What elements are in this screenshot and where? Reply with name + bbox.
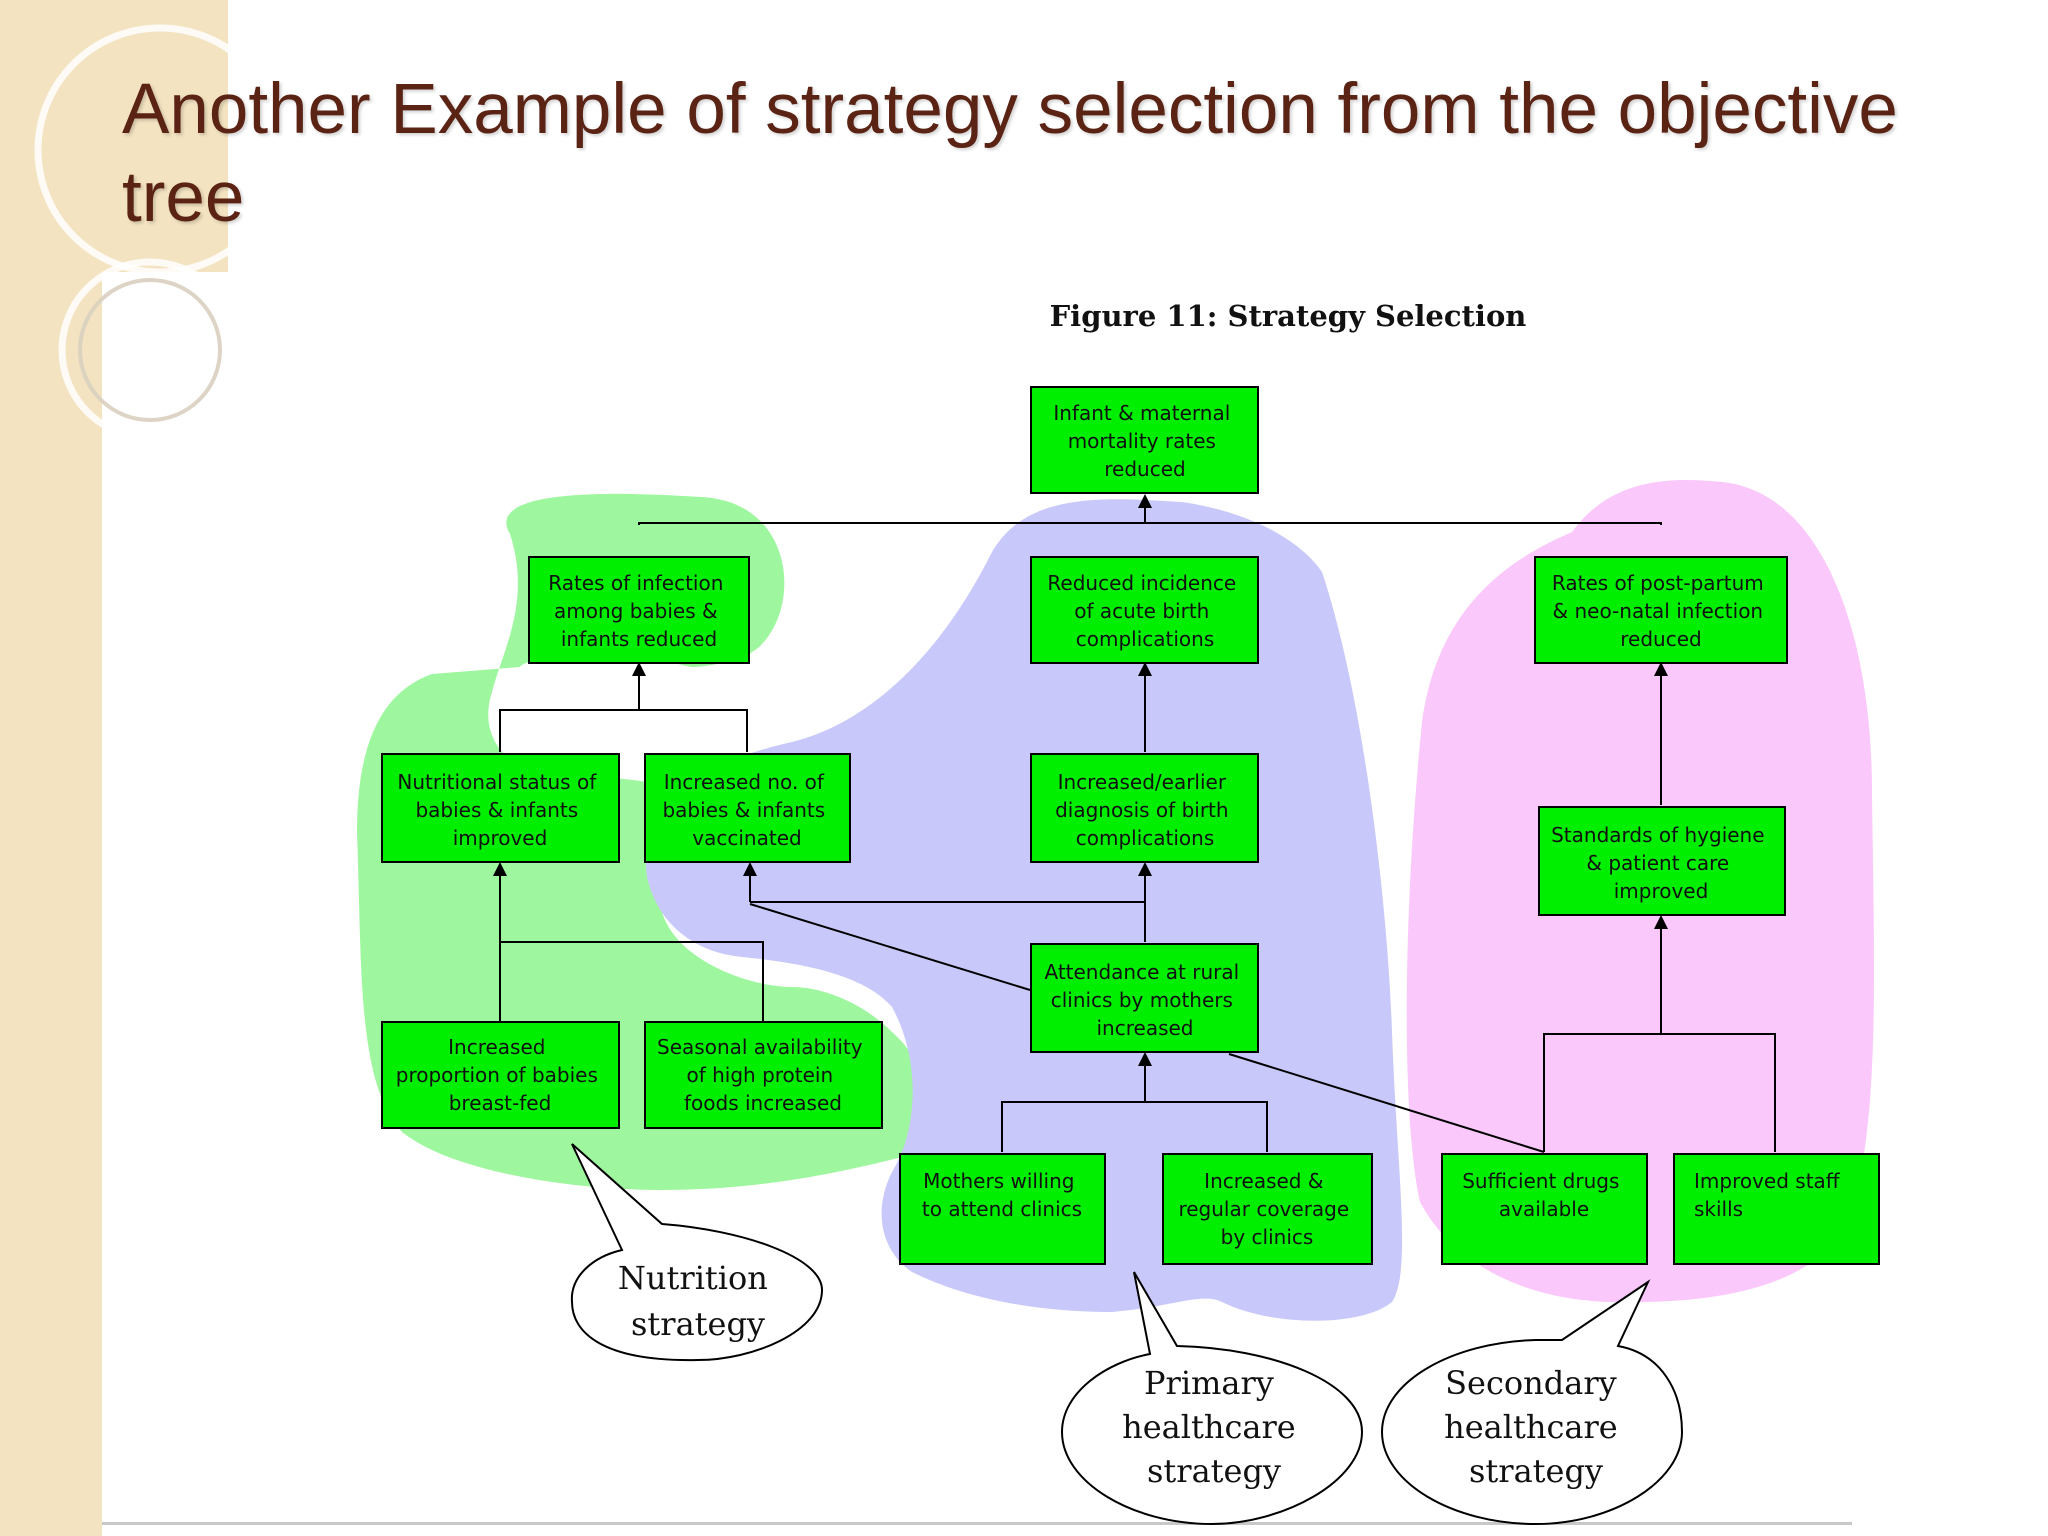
node-birth-complications bbox=[1030, 556, 1259, 664]
decorative-ring-small bbox=[58, 258, 242, 442]
bottom-divider bbox=[102, 1522, 1852, 1525]
node-clinic-coverage bbox=[1162, 1153, 1373, 1265]
node-postpartum-infection bbox=[1534, 556, 1788, 664]
connector-level4-clinics bbox=[1001, 1101, 1268, 1152]
slide-title: Another Example of strategy selection fr… bbox=[122, 70, 1898, 237]
secondary-callout-bubble bbox=[1380, 1279, 1684, 1526]
decorative-ring-large bbox=[34, 24, 286, 276]
node-mothers-willing bbox=[899, 1153, 1106, 1265]
node-seasonal-protein bbox=[644, 1021, 883, 1129]
node-staff-skills-label: Improved staff skills bbox=[1694, 1169, 1846, 1221]
node-diagnosis bbox=[1030, 753, 1259, 863]
node-top bbox=[1030, 386, 1259, 494]
node-sufficient-drugs-label: Sufficient drugs available bbox=[1462, 1169, 1626, 1221]
node-nutritional-status bbox=[381, 753, 620, 863]
node-staff-skills bbox=[1673, 1153, 1880, 1265]
node-hygiene bbox=[1538, 806, 1786, 916]
node-mothers-willing-label: Mothers willing to attend clinics bbox=[922, 1169, 1082, 1221]
node-breast-fed-label: Increased proportion of babies breast-fe… bbox=[396, 1035, 604, 1115]
primary-callout-bubble bbox=[1060, 1271, 1364, 1526]
strategy-selection-diagram: Figure 11: Strategy Selection bbox=[357, 299, 1880, 1526]
left-decorative-stripe bbox=[0, 0, 102, 1536]
upper-decorative-band bbox=[102, 0, 228, 272]
node-infection-babies bbox=[528, 556, 750, 664]
node-top-label: Infant & maternal mortality rates reduce… bbox=[1053, 401, 1236, 481]
node-postpartum-infection-label: Rates of post-partum & neo-natal infecti… bbox=[1552, 571, 1770, 651]
decorative-ring-inner bbox=[78, 278, 222, 422]
node-vaccinated bbox=[644, 753, 851, 863]
primary-callout-label: Primary healthcare strategy bbox=[1122, 1364, 1306, 1490]
primary-healthcare-strategy-region bbox=[645, 499, 1403, 1321]
connector-attendance-vaccination-diagonal bbox=[749, 903, 1031, 991]
connector-level2-infection bbox=[499, 709, 748, 752]
connector-level4-secondary bbox=[1543, 1033, 1776, 1152]
node-sufficient-drugs bbox=[1441, 1153, 1648, 1265]
connector-level3-nutrition bbox=[499, 941, 764, 1021]
node-birth-complications-label: Reduced incidence of acute birth complic… bbox=[1047, 571, 1242, 651]
node-diagnosis-label: Increased/earlier diagnosis of birth com… bbox=[1055, 770, 1235, 850]
figure-title: Figure 11: Strategy Selection bbox=[1050, 299, 1527, 333]
nutrition-callout-label: Nutrition strategy bbox=[618, 1259, 778, 1343]
secondary-callout-label: Secondary healthcare strategy bbox=[1444, 1364, 1628, 1490]
connector-drugs-to-attendance bbox=[1228, 1053, 1545, 1153]
node-vaccinated-label: Increased no. of babies & infants vaccin… bbox=[662, 770, 831, 850]
node-nutritional-status-label: Nutritional status of babies & infants i… bbox=[397, 770, 602, 850]
node-clinic-coverage-label: Increased & regular coverage by clinics bbox=[1178, 1169, 1355, 1249]
node-clinic-attendance-label: Attendance at rural clinics by mothers i… bbox=[1044, 960, 1245, 1040]
node-infection-babies-label: Rates of infection among babies & infant… bbox=[548, 571, 730, 651]
node-seasonal-protein-label: Seasonal availability of high protein fo… bbox=[657, 1035, 869, 1115]
connector-level1-bar bbox=[638, 522, 1662, 525]
node-hygiene-label: Standards of hygiene & patient care impr… bbox=[1551, 823, 1771, 903]
node-breast-fed bbox=[381, 1021, 620, 1129]
nutrition-callout-bubble bbox=[570, 1143, 824, 1362]
node-clinic-attendance bbox=[1030, 943, 1259, 1053]
